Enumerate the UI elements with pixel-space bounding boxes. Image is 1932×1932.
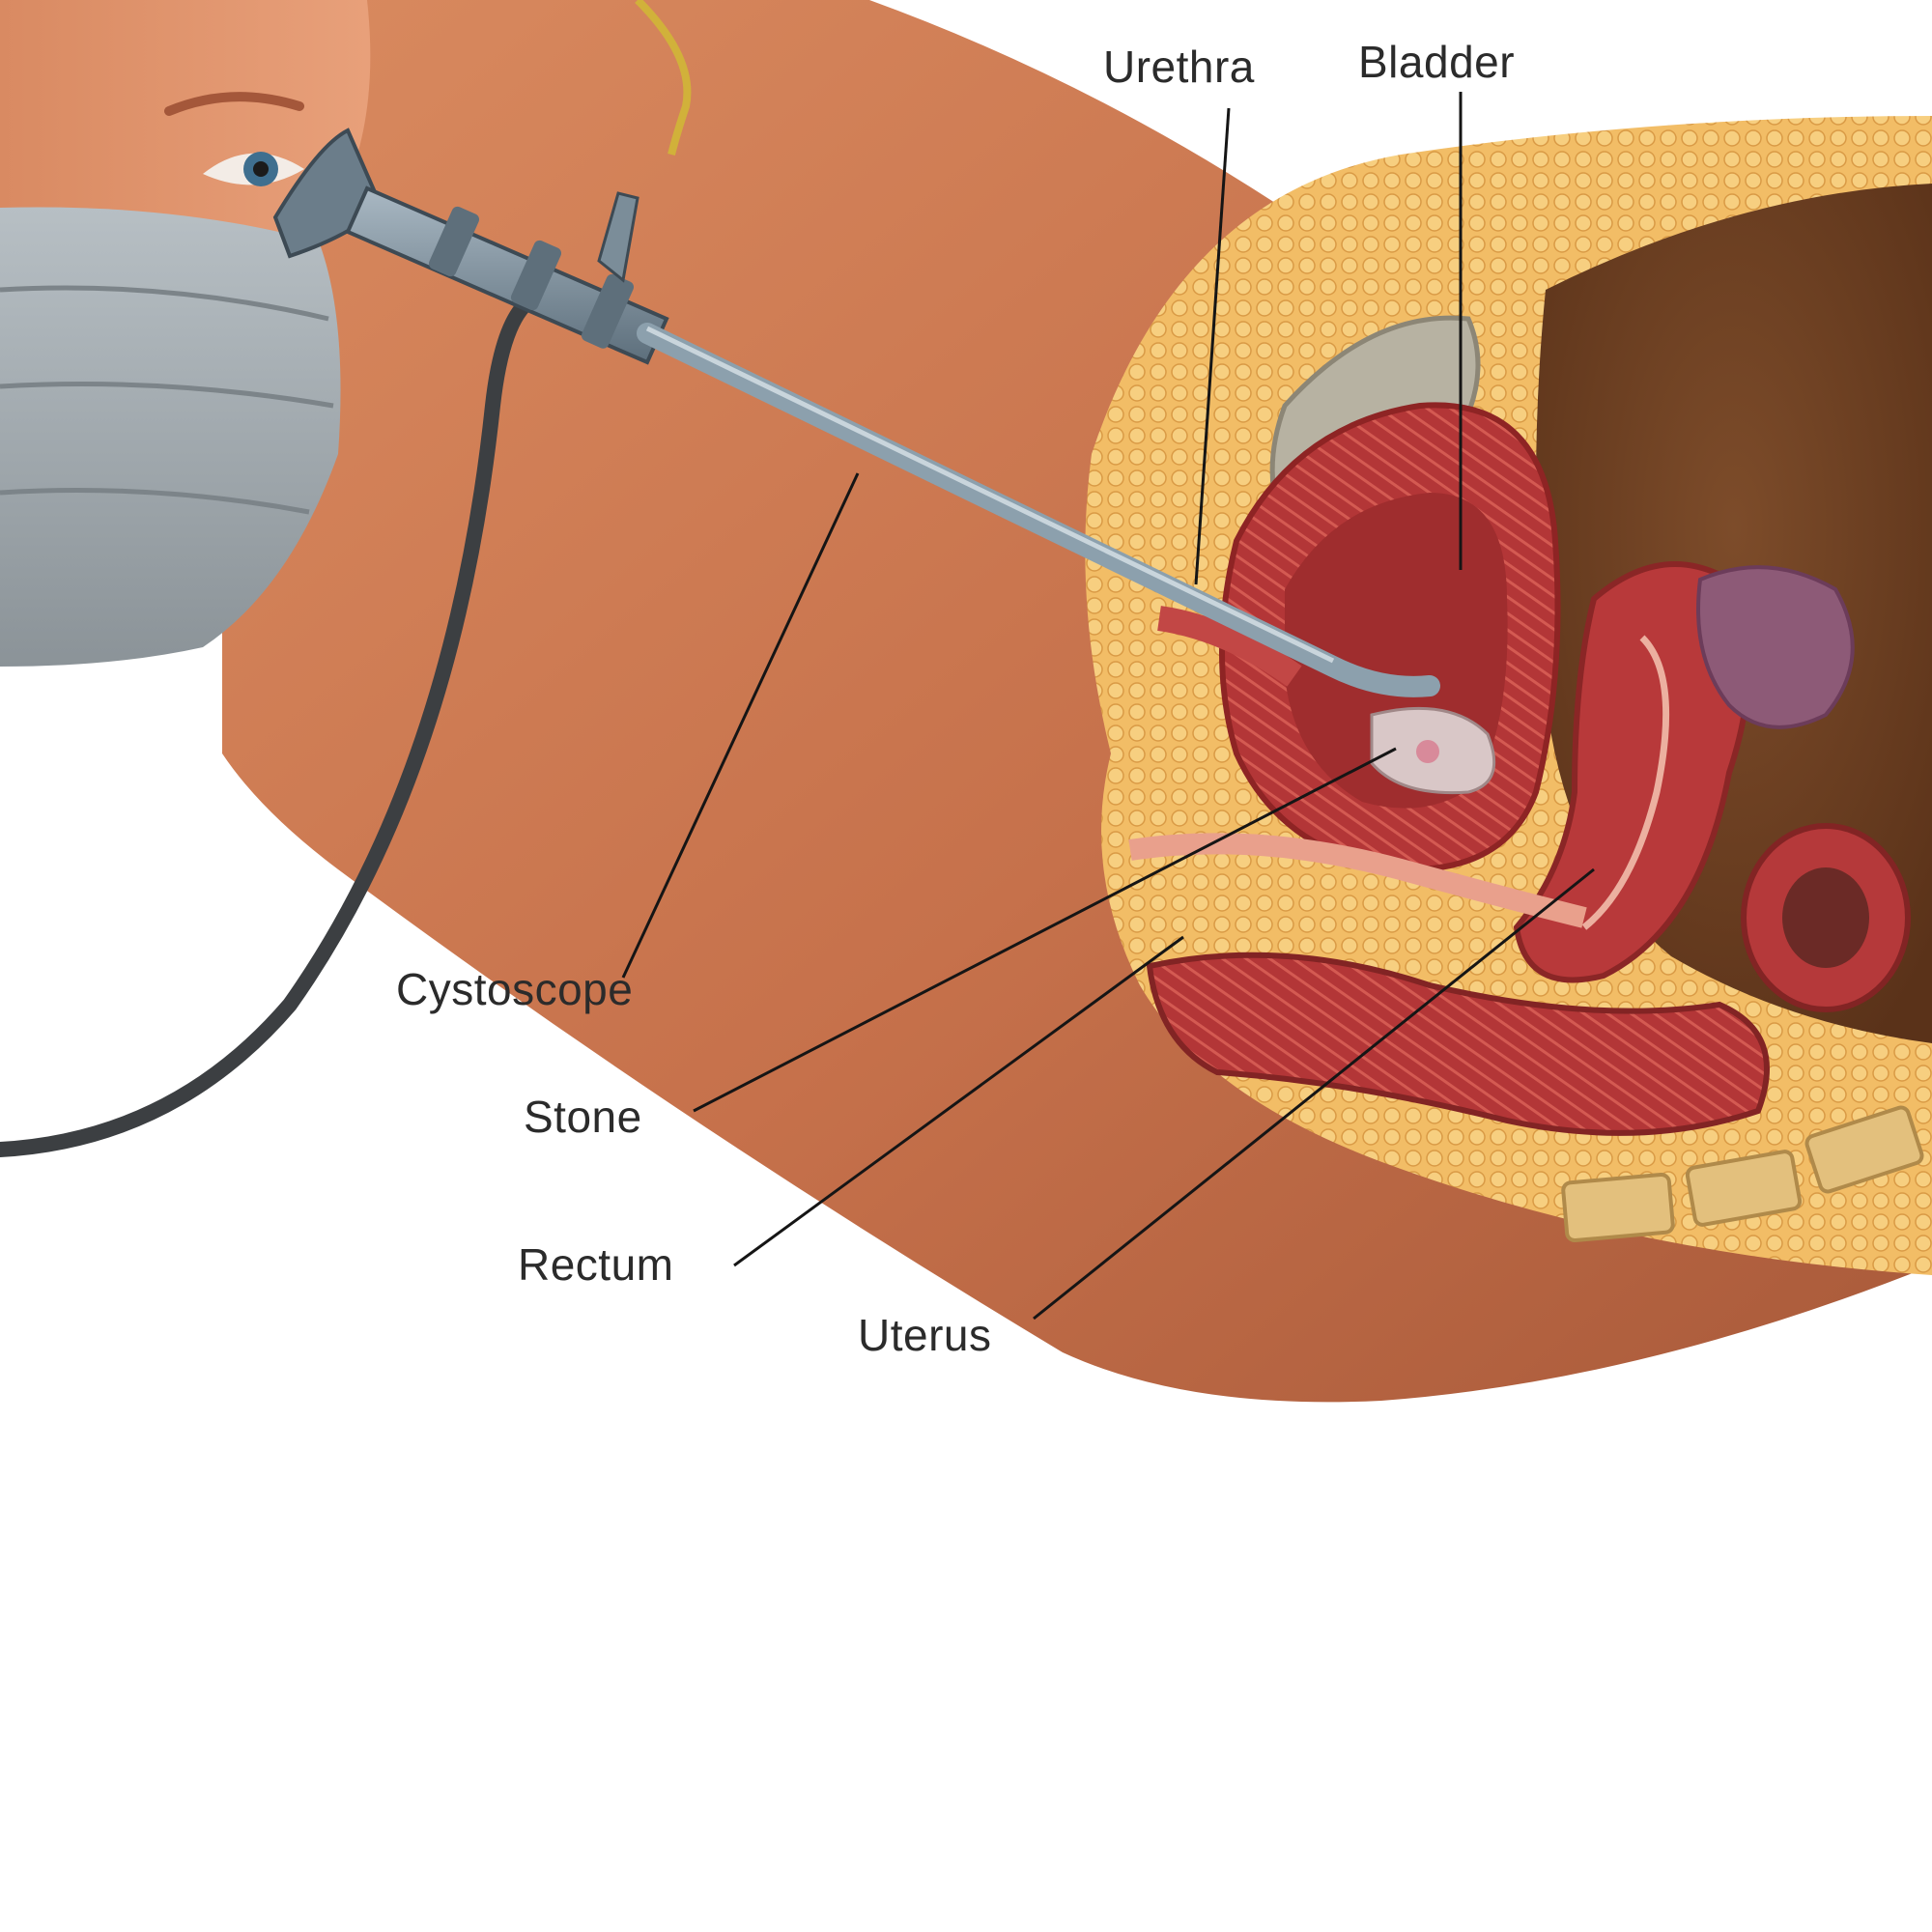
label-uterus: Uterus: [858, 1310, 991, 1360]
bladder-stone: [1370, 706, 1496, 795]
leader-rectum: [733, 935, 1184, 1267]
label-stone: Stone: [524, 1092, 642, 1142]
vaginal-canal: [1128, 833, 1587, 928]
leader-cystoscope: [621, 472, 860, 979]
leader-urethra: [1194, 107, 1231, 585]
scope-valve: [597, 191, 639, 283]
bowel-loop: [1741, 823, 1911, 1012]
label-bladder: Bladder: [1358, 37, 1515, 87]
scope-body: [345, 185, 669, 365]
leader-stone: [693, 747, 1397, 1113]
eyebrow: [164, 92, 304, 116]
leader-uterus: [1033, 867, 1595, 1321]
cystoscope-instrument: [272, 128, 1440, 697]
light-cable: [635, 0, 692, 156]
label-rectum: Rectum: [518, 1239, 673, 1290]
irrigation-tube: [0, 292, 539, 1157]
pelvic-cross-section: [1085, 116, 1932, 1275]
rectum: [1146, 952, 1770, 1136]
label-cystoscope: Cystoscope: [396, 964, 633, 1014]
urethra-tract: [1157, 606, 1302, 687]
surgical-mask: [0, 207, 341, 667]
label-urethra: Urethra: [1103, 42, 1255, 92]
sacrum-vertebrae: [1561, 1105, 1924, 1243]
doctor-face: [0, 0, 371, 242]
ovary: [1696, 565, 1855, 729]
eye-icon: [203, 152, 304, 186]
scope-sheath: [637, 323, 1440, 697]
